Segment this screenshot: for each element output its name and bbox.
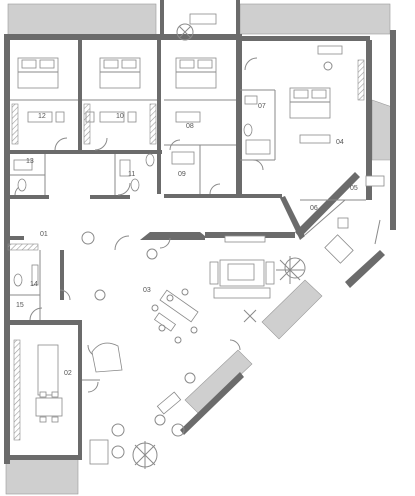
balcony-diagonal-lower [184,349,253,415]
room-label-04: 04 [336,139,344,146]
wardrobes [7,59,365,441]
room-label-15: 15 [16,302,24,309]
room-label-09: 09 [178,171,186,178]
room-label-06: 06 [310,205,318,212]
room-label-03: 03 [143,287,151,294]
living-furniture [209,235,306,299]
balcony-bottom [5,455,79,495]
balcony-top-left [7,3,157,37]
room-label-10: 10 [116,113,124,120]
room-label-02: 02 [64,370,72,377]
bath-fixtures [13,95,271,287]
balcony-top-right [239,3,391,35]
room-05-furniture [324,175,385,264]
room-label-12: 12 [38,113,46,120]
room-label-11: 11 [128,171,135,178]
desks [27,111,201,123]
bed-room-08 [175,57,217,89]
room-labels: 01 02 03 04 05 06 07 08 09 10 11 12 13 1… [16,103,358,377]
room-04-furniture [299,45,343,144]
room-label-08: 08 [186,123,194,130]
bed-room-10 [99,57,141,89]
kitchen [35,344,63,423]
hall-items [81,231,196,384]
room-label-05: 05 [350,185,358,192]
piano [91,342,123,373]
room-label-13: 13 [26,158,34,165]
plants [134,25,304,469]
balcony-diagonal [261,279,323,340]
bed-room-04 [289,87,331,119]
dining-table [151,288,199,344]
room-label-01: 01 [40,231,48,238]
beds [17,57,331,119]
room-label-14: 14 [30,281,38,288]
room-label-07: 07 [258,103,266,110]
doors [14,57,264,393]
seating-area-south [89,391,185,468]
top-room-items [176,13,217,41]
walls [4,0,396,464]
bed-room-12 [17,57,59,89]
